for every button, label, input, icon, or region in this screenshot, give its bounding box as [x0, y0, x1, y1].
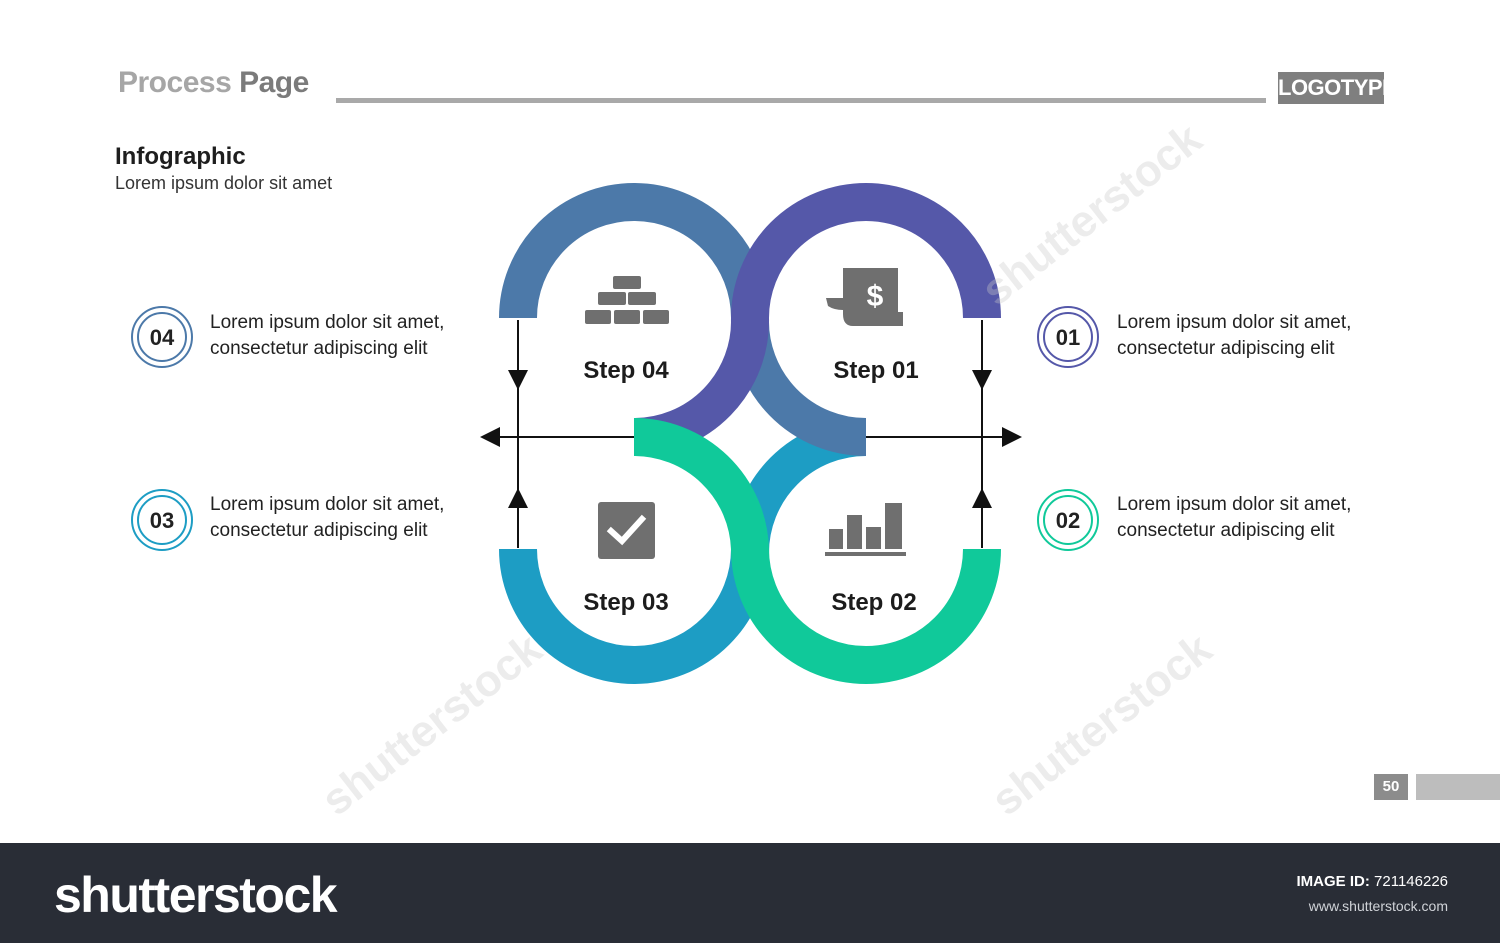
- header-rule: [336, 98, 1266, 103]
- checkbox-icon: [598, 502, 655, 559]
- svg-text:01: 01: [1056, 325, 1080, 350]
- page-title-strong: Page: [239, 66, 309, 99]
- dollar-document-icon: $: [826, 268, 903, 326]
- section-title: Infographic: [115, 143, 246, 170]
- svg-text:02: 02: [1056, 508, 1080, 533]
- footer-brand: shutterstock: [54, 867, 338, 923]
- connector-lines: [480, 320, 1022, 548]
- gold-bars-icon: [585, 276, 669, 324]
- step-04-label: Step 04: [583, 357, 669, 384]
- step-03-label: Step 03: [583, 589, 668, 616]
- svg-text:$: $: [867, 280, 884, 313]
- badge-02: 02: [1037, 489, 1099, 551]
- logotype: LOGOTYPE: [1278, 72, 1397, 104]
- badge-03: 03: [131, 489, 193, 551]
- section-subtitle: Lorem ipsum dolor sit amet: [115, 173, 333, 193]
- step-03-description: Lorem ipsum dolor sit amet,consectetur a…: [210, 494, 445, 541]
- page-number: 50: [1374, 774, 1408, 800]
- badge-04: 04: [131, 306, 193, 368]
- svg-text:04: 04: [150, 325, 175, 350]
- step-01-description: Lorem ipsum dolor sit amet,consectetur a…: [1117, 312, 1352, 359]
- process-diagram: 04 03 01 02 Step 04 Step 01 Step 03 Step…: [131, 183, 1099, 684]
- svg-text:03: 03: [150, 508, 174, 533]
- page-title-light: Process: [118, 66, 232, 99]
- page-number-bar: [1416, 774, 1500, 800]
- ring-step-01: [633, 183, 1001, 456]
- step-01-label: Step 01: [833, 357, 918, 384]
- ring-step-03: [499, 548, 769, 684]
- badge-01: 01: [1037, 306, 1099, 368]
- bar-chart-icon: [825, 503, 906, 556]
- step-02-description: Lorem ipsum dolor sit amet,consectetur a…: [1117, 494, 1352, 541]
- ring-step-04: [499, 183, 867, 456]
- footer-url: www.shutterstock.com: [1308, 898, 1448, 914]
- ring-step-02: [633, 418, 1001, 684]
- step-02-label: Step 02: [831, 589, 916, 616]
- image-id: IMAGE ID: 721146226: [1296, 873, 1448, 890]
- page-title: Process Page: [118, 66, 309, 100]
- footer-bar: [0, 843, 1500, 943]
- step-04-description: Lorem ipsum dolor sit amet,consectetur a…: [210, 312, 445, 359]
